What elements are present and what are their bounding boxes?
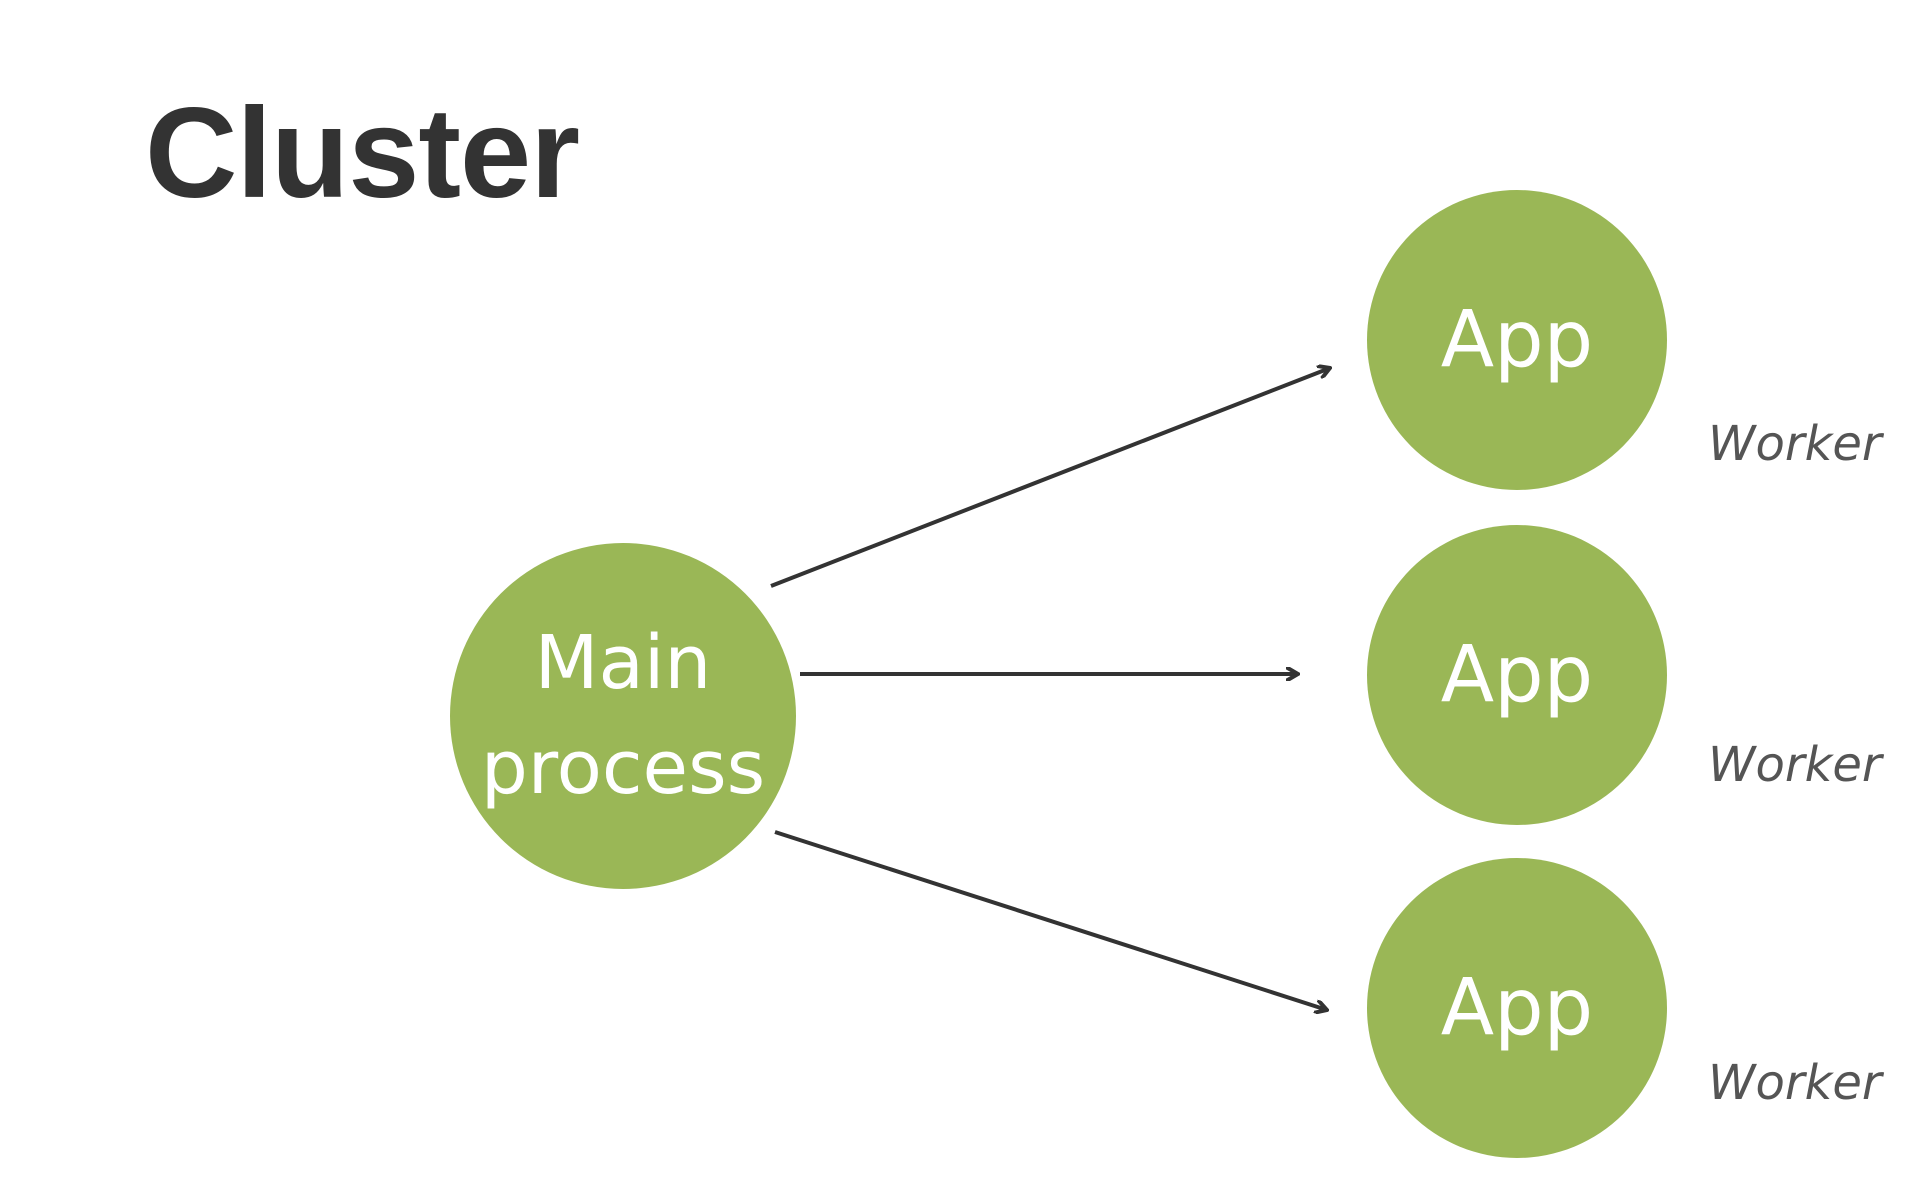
app-node-1-label: App [1440, 295, 1594, 385]
arrow-main-to-app-3 [774, 830, 1327, 1010]
main-process-node: Main process [450, 543, 796, 889]
main-process-label-line2: process [480, 725, 766, 811]
worker-label-2: Worker [1708, 737, 1882, 793]
app-node-3-label: App [1440, 963, 1594, 1053]
app-node-2-label: App [1440, 630, 1594, 720]
main-process-label-line1: Main [534, 619, 712, 706]
arrow-main-to-app-1 [770, 368, 1330, 588]
slide-title: Cluster [145, 82, 580, 225]
app-node-3: App [1367, 858, 1667, 1158]
worker-label-1: Worker [1708, 416, 1882, 472]
app-node-2: App [1367, 525, 1667, 825]
app-node-1: App [1367, 190, 1667, 490]
worker-label-3: Worker [1708, 1055, 1882, 1111]
